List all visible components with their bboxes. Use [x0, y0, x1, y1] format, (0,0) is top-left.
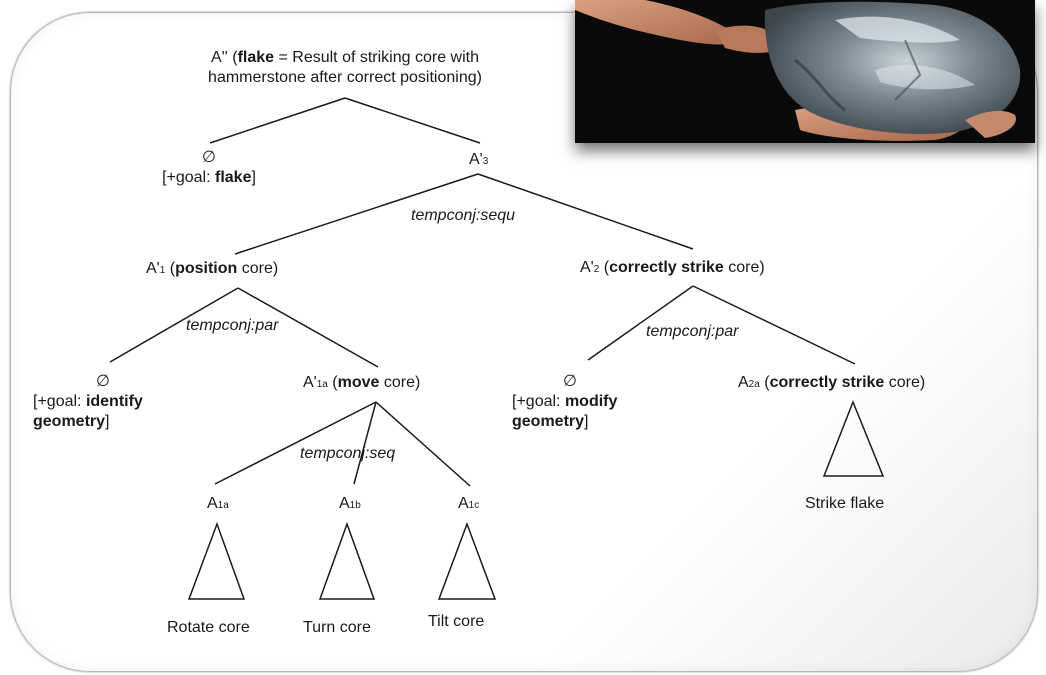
a2-sub: 2	[593, 264, 600, 275]
edge-a3-a2	[477, 173, 694, 250]
root-line2: hammerstone after correct positioning)	[208, 69, 482, 86]
root-rest: = Result of striking core with	[274, 49, 479, 66]
a3-base: A'	[469, 151, 483, 168]
stone-core-photo	[575, 0, 1035, 143]
edge-root-null	[209, 97, 346, 144]
goal-suffix: ]	[105, 413, 110, 430]
a2a-base: A	[738, 374, 749, 391]
edge-a1a-leaf2	[353, 401, 377, 485]
goal-bold: flake	[215, 169, 252, 186]
a2-pre: (	[599, 259, 610, 276]
a2-node: A'2 (correctly strike core)	[580, 258, 765, 280]
edge-a3-a1	[234, 173, 479, 255]
a1-pre: (	[165, 260, 176, 277]
a1a-sub: 1a	[316, 379, 328, 390]
a1a-bold: move	[337, 374, 380, 391]
goal-prefix: [+goal:	[162, 169, 215, 186]
leaf-base: A	[207, 495, 218, 512]
a3-node: A'3	[469, 150, 488, 172]
a3-sub: 3	[482, 156, 489, 167]
triangle-tilt	[437, 521, 497, 600]
goal-prefix: [+goal:	[512, 393, 565, 410]
edge-root-a3	[344, 97, 481, 144]
a1a-post: core)	[379, 374, 421, 391]
null-symbol: ∅	[96, 373, 110, 390]
root-bold: flake	[237, 49, 275, 66]
root-prefix: A'' (	[211, 49, 238, 66]
goal-suffix: ]	[251, 169, 256, 186]
stone-core-illustration	[575, 0, 1035, 143]
goal-bold-2: geometry	[512, 413, 585, 430]
leaf-sub: 1c	[468, 500, 480, 511]
triangle-rotate	[187, 521, 246, 600]
leaf-base: A	[458, 495, 469, 512]
a2a-node: A2a (correctly strike core)	[738, 373, 925, 395]
goal-bold: modify	[564, 393, 618, 410]
null-symbol: ∅	[563, 373, 577, 390]
conj-left: tempconj:par	[186, 317, 279, 334]
leaf-base: A	[339, 495, 350, 512]
a2-bold: correctly strike	[609, 259, 724, 276]
goal-prefix: [+goal:	[33, 393, 86, 410]
a2a-pre: (	[759, 374, 770, 391]
a2a-post: core)	[884, 374, 926, 391]
null-goal-modify: ∅ [+goal: modify geometry]	[512, 372, 628, 432]
a2a-sub: 2a	[748, 379, 760, 390]
edge-a1a-leaf3	[375, 401, 471, 487]
a2-base: A'	[580, 259, 594, 276]
root-node: A'' (flake = Result of striking core wit…	[150, 48, 540, 88]
edge-a2-null	[587, 285, 694, 361]
edge-a1-a1a	[237, 287, 379, 368]
null-goal-flake: ∅ [+goal: flake]	[134, 148, 284, 188]
label-rotate-core: Rotate core	[167, 619, 250, 636]
a1-post: core)	[237, 260, 279, 277]
a1-node: A'1 (position core)	[146, 259, 278, 281]
null-goal-identify: ∅ [+goal: identify geometry]	[33, 372, 173, 432]
leaf-a1c: A1c	[458, 494, 479, 516]
conj-top: tempconj:sequ	[411, 207, 516, 224]
triangle-turn	[318, 521, 376, 600]
label-tilt-core: Tilt core	[428, 613, 485, 630]
leaf-a1a: A1a	[207, 494, 229, 516]
label-turn-core: Turn core	[303, 619, 371, 636]
goal-suffix: ]	[584, 413, 589, 430]
conj-move: tempconj:seq	[300, 445, 396, 462]
a2-post: core)	[723, 259, 765, 276]
leaf-a1b: A1b	[339, 494, 361, 516]
goal-bold: identify	[85, 393, 143, 410]
edge-a2-a2a	[692, 285, 856, 365]
edge-a1a-leaf1	[214, 401, 377, 485]
a1-sub: 1	[159, 265, 166, 276]
null-symbol: ∅	[202, 149, 216, 166]
label-strike-flake: Strike flake	[805, 495, 885, 512]
a2a-bold: correctly strike	[769, 374, 885, 391]
a1-base: A'	[146, 260, 160, 277]
a1-bold: position	[175, 260, 238, 277]
conj-right: tempconj:par	[646, 323, 739, 340]
edge-a1-null	[109, 287, 239, 363]
a1a-node: A'1a (move core)	[303, 373, 420, 395]
a1a-pre: (	[327, 374, 338, 391]
triangle-strike	[822, 399, 885, 477]
a1a-base: A'	[303, 374, 317, 391]
leaf-sub: 1b	[349, 500, 361, 511]
goal-bold-2: geometry	[33, 413, 106, 430]
leaf-sub: 1a	[217, 500, 229, 511]
